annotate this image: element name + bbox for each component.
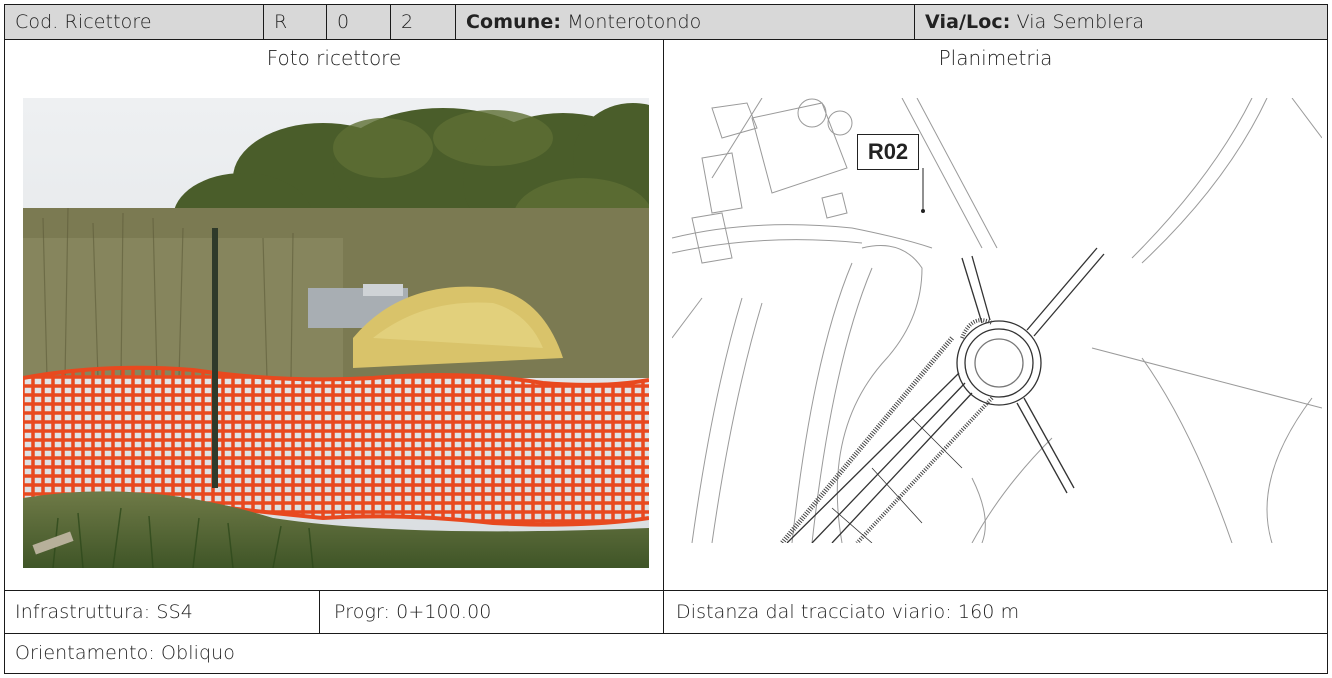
- photo-section: Foto ricettore: [4, 39, 664, 591]
- comune-label: Comune:: [466, 10, 562, 33]
- code-char-3: 2: [390, 4, 456, 40]
- code-char-2: 0: [326, 4, 391, 40]
- via-label: Via/Loc:: [925, 10, 1011, 33]
- site-plan-map: [672, 98, 1322, 543]
- receptor-sheet: Cod. Ricettore R 0 2 Comune: Monterotond…: [4, 4, 1328, 674]
- orientamento-cell: Orientamento: Obliquo: [4, 633, 1328, 674]
- receptor-marker-label: R02: [857, 134, 919, 170]
- map-section: Planimetria: [663, 39, 1328, 591]
- distanza-cell: Distanza dal tracciato viario: 160 m: [663, 590, 1328, 634]
- via-value: Via Semblera: [1016, 10, 1145, 33]
- cod-ricettore-label: Cod. Ricettore: [4, 4, 264, 40]
- photo-section-title: Foto ricettore: [266, 46, 402, 70]
- code-char-1: R: [263, 4, 327, 40]
- comune-value: Monterotondo: [567, 10, 702, 33]
- progr-cell: Progr: 0+100.00: [319, 590, 664, 634]
- comune-cell: Comune: Monterotondo: [455, 4, 915, 40]
- infrastruttura-cell: Infrastruttura: SS4: [4, 590, 320, 634]
- map-section-title: Planimetria: [938, 46, 1053, 70]
- via-cell: Via/Loc: Via Semblera: [914, 4, 1328, 40]
- receptor-photo: [23, 98, 649, 568]
